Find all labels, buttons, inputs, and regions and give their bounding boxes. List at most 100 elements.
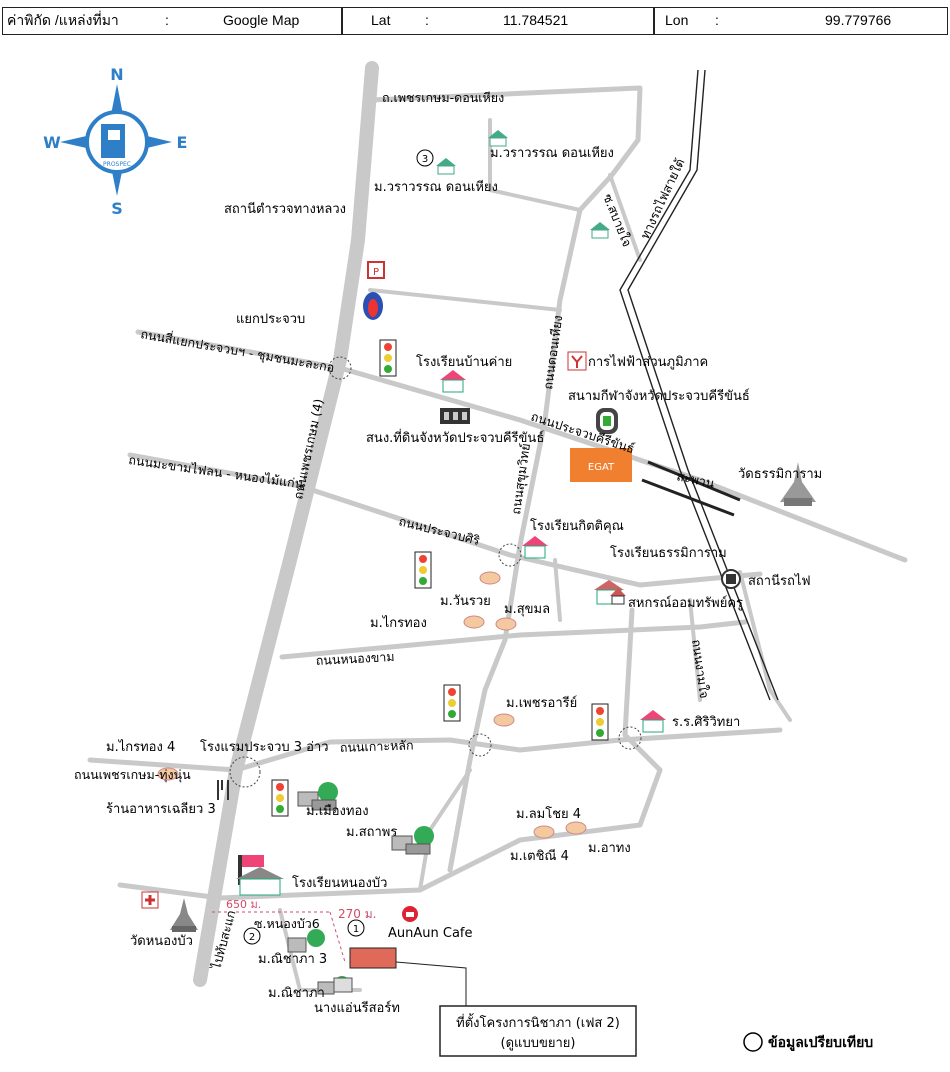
place-label: ม.สถาพร [346, 825, 397, 840]
legend-circle-icon [743, 1032, 763, 1052]
distance-270: 270 ม. [338, 907, 376, 921]
coord-label: ค่าพิกัด /แหล่งที่มา [7, 12, 119, 28]
project-subtitle: (ดูแบบขยาย) [501, 1036, 576, 1051]
place-label: ม.ณิชาภา 3 [258, 952, 327, 967]
place-label: โรงแรมประจวบ 3 อ่าว [200, 739, 329, 755]
legend-label: ข้อมูลเปรียบเทียบ [768, 1035, 873, 1051]
traffic-light-icons [271, 339, 609, 817]
hospital-icon [141, 891, 159, 909]
railway [619, 69, 779, 701]
prospec-logo [101, 124, 125, 158]
egat-logo: EGAT [570, 448, 632, 482]
traffic-light-icon [591, 703, 609, 741]
place-label: แยกประจวบ [236, 312, 305, 327]
place-label: AunAun Cafe [388, 926, 473, 941]
colon: : [715, 12, 719, 28]
pea-icon [567, 351, 587, 371]
project-box[interactable]: ที่ตั้งโครงการนิชาภา (เฟส 2) (ดูแบบขยาย) [439, 1005, 637, 1057]
place-label: ม.ณิชาภา [268, 986, 325, 1001]
road-label: สะพาน [675, 468, 716, 491]
header-lat-cell: Lat : 11.784521 [342, 7, 654, 35]
road-wararan [488, 118, 582, 212]
svg-text:1: 1 [353, 924, 359, 935]
place-label: วัดธรรมิการาม [738, 467, 822, 482]
landmark-icons: P EGAT [141, 130, 816, 995]
train-station-icon [721, 569, 741, 589]
compass-rose: PROSPEC N S W E [43, 65, 187, 218]
house-icon [488, 130, 508, 147]
compass-s: S [111, 199, 123, 218]
road-sibai-jai [608, 173, 642, 262]
brand-text: PROSPEC [103, 161, 131, 168]
road-label: ถนนมะขามไฟลน - หนองไม้แก่น [128, 452, 305, 491]
house-icon [495, 617, 517, 631]
school-nong-bua-icon [236, 855, 284, 896]
housing-estate-icon [297, 782, 338, 811]
road-ko-lak [87, 727, 783, 773]
place-label: ม.วราวรรณ ดอนเหียง [490, 145, 614, 161]
place-label: ม.ไกรทอง [370, 615, 427, 631]
place-label: ม.เมืองทอง [306, 803, 369, 819]
place-label: ร.ร.ศิริวิทยา [672, 715, 740, 730]
place-label: สถานีรถไฟ [748, 573, 811, 589]
comparison-markers: 1 2 3 [243, 149, 434, 945]
lon-label: Lon [665, 12, 689, 28]
place-label: สหกรณ์ออมทรัพย์ครู [628, 595, 743, 611]
road-ngam-jai [688, 598, 702, 702]
road-label: ถ.เพชรเกษม-ดอนเหียง [382, 90, 504, 105]
header-bar: ค่าพิกัด /แหล่งที่มา : Google Map Lat : … [0, 0, 950, 40]
place-label: ม.เพชรอารีย์ [506, 695, 577, 711]
road-phetkasem-4 [193, 61, 379, 987]
marker-2[interactable] [243, 927, 261, 945]
header-lon-cell: Lon : 99.779766 [654, 7, 948, 35]
traffic-light-icon [443, 684, 461, 722]
road-makham-mai [127, 452, 763, 588]
road-label: ซ.หนองบัว6 [254, 916, 320, 931]
fuel-station-icon [363, 292, 383, 320]
road-label: ถนนงามใจ [689, 638, 712, 699]
police-icon: P [367, 261, 385, 279]
project-title: ที่ตั้งโครงการนิชาภา (เฟส 2) [456, 1013, 620, 1031]
road-label: ถนนสี่แยกประจวบฯ - ชุมชนมะละกอ [139, 325, 335, 376]
place-label: โรงเรียนธรรมิการาม [610, 545, 727, 561]
project-site[interactable] [349, 947, 397, 969]
house-icon [533, 825, 555, 839]
road-label: ถนนหนองขาม [315, 649, 395, 668]
place-label: โรงเรียนหนองบัว [292, 875, 387, 891]
compass-n: N [110, 65, 123, 84]
housing-icons [157, 130, 610, 995]
place-label: ม.ไกรทอง 4 [106, 739, 175, 755]
header-source-cell: ค่าพิกัด /แหล่งที่มา : Google Map [2, 7, 342, 35]
house-icon [157, 767, 179, 781]
traffic-light-icon [414, 551, 432, 589]
house-icon [463, 615, 485, 629]
marker-3[interactable] [416, 149, 434, 167]
resort-icon [333, 977, 353, 993]
house-icon [590, 222, 610, 239]
location-map: PROSPEC N S W E P EGAT [43, 61, 908, 1057]
marker-1[interactable] [347, 919, 365, 937]
road-label: ถนนเพชรเกษม-ทุ่งนุ่น [74, 767, 191, 783]
housing-estate-icon [287, 929, 325, 953]
place-labels: ม.วราวรรณ ดอนเหียง ม.วราวรรณ ดอนเหียง สถ… [106, 145, 822, 1016]
bridge [647, 460, 741, 502]
road-label: ซ.สบายใจ [600, 192, 635, 249]
place-label: ม.วันรวย [440, 594, 491, 609]
colon: : [425, 12, 429, 28]
restaurant-icon [217, 780, 229, 800]
temple-icon [170, 898, 198, 932]
place-label: ม.สุขมล [504, 602, 550, 617]
lon-value: 99.779766 [825, 12, 892, 28]
school-icon [522, 536, 548, 559]
place-label: ม.วราวรรณ ดอนเหียง [374, 179, 498, 195]
road-nong-kham [279, 619, 748, 660]
place-label: สถานีตำรวจทางหลวง [224, 201, 346, 217]
place-label: โรงเรียนกิตติคุณ [530, 518, 624, 534]
svg-text:3: 3 [422, 154, 428, 165]
place-label: การไฟฟ้าส่วนภูมิภาค [588, 354, 708, 370]
lat-value: 11.784521 [503, 12, 569, 28]
compass-w: W [43, 133, 61, 152]
place-label: วัดหนองบัว [130, 934, 193, 949]
house-icon [479, 571, 501, 585]
coop-icon [610, 588, 626, 605]
